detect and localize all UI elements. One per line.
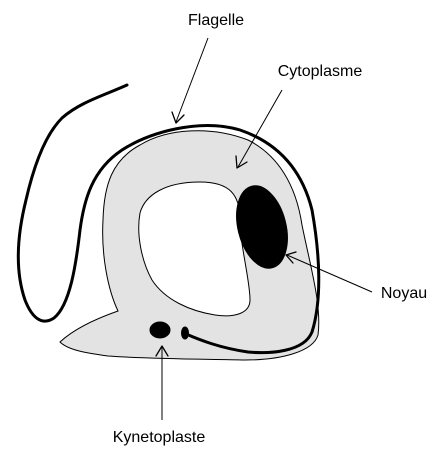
kinetoplast-label: Kynetoplaste — [113, 429, 206, 446]
flagellum-pointer-line — [176, 38, 208, 122]
flagellum-label: Flagelle — [188, 12, 244, 29]
cytoplasm-label: Cytoplasme — [278, 63, 363, 80]
basal-body-shape — [182, 327, 189, 339]
kinetoplast-shape — [150, 322, 170, 338]
nucleus-label: Noyau — [381, 285, 427, 302]
